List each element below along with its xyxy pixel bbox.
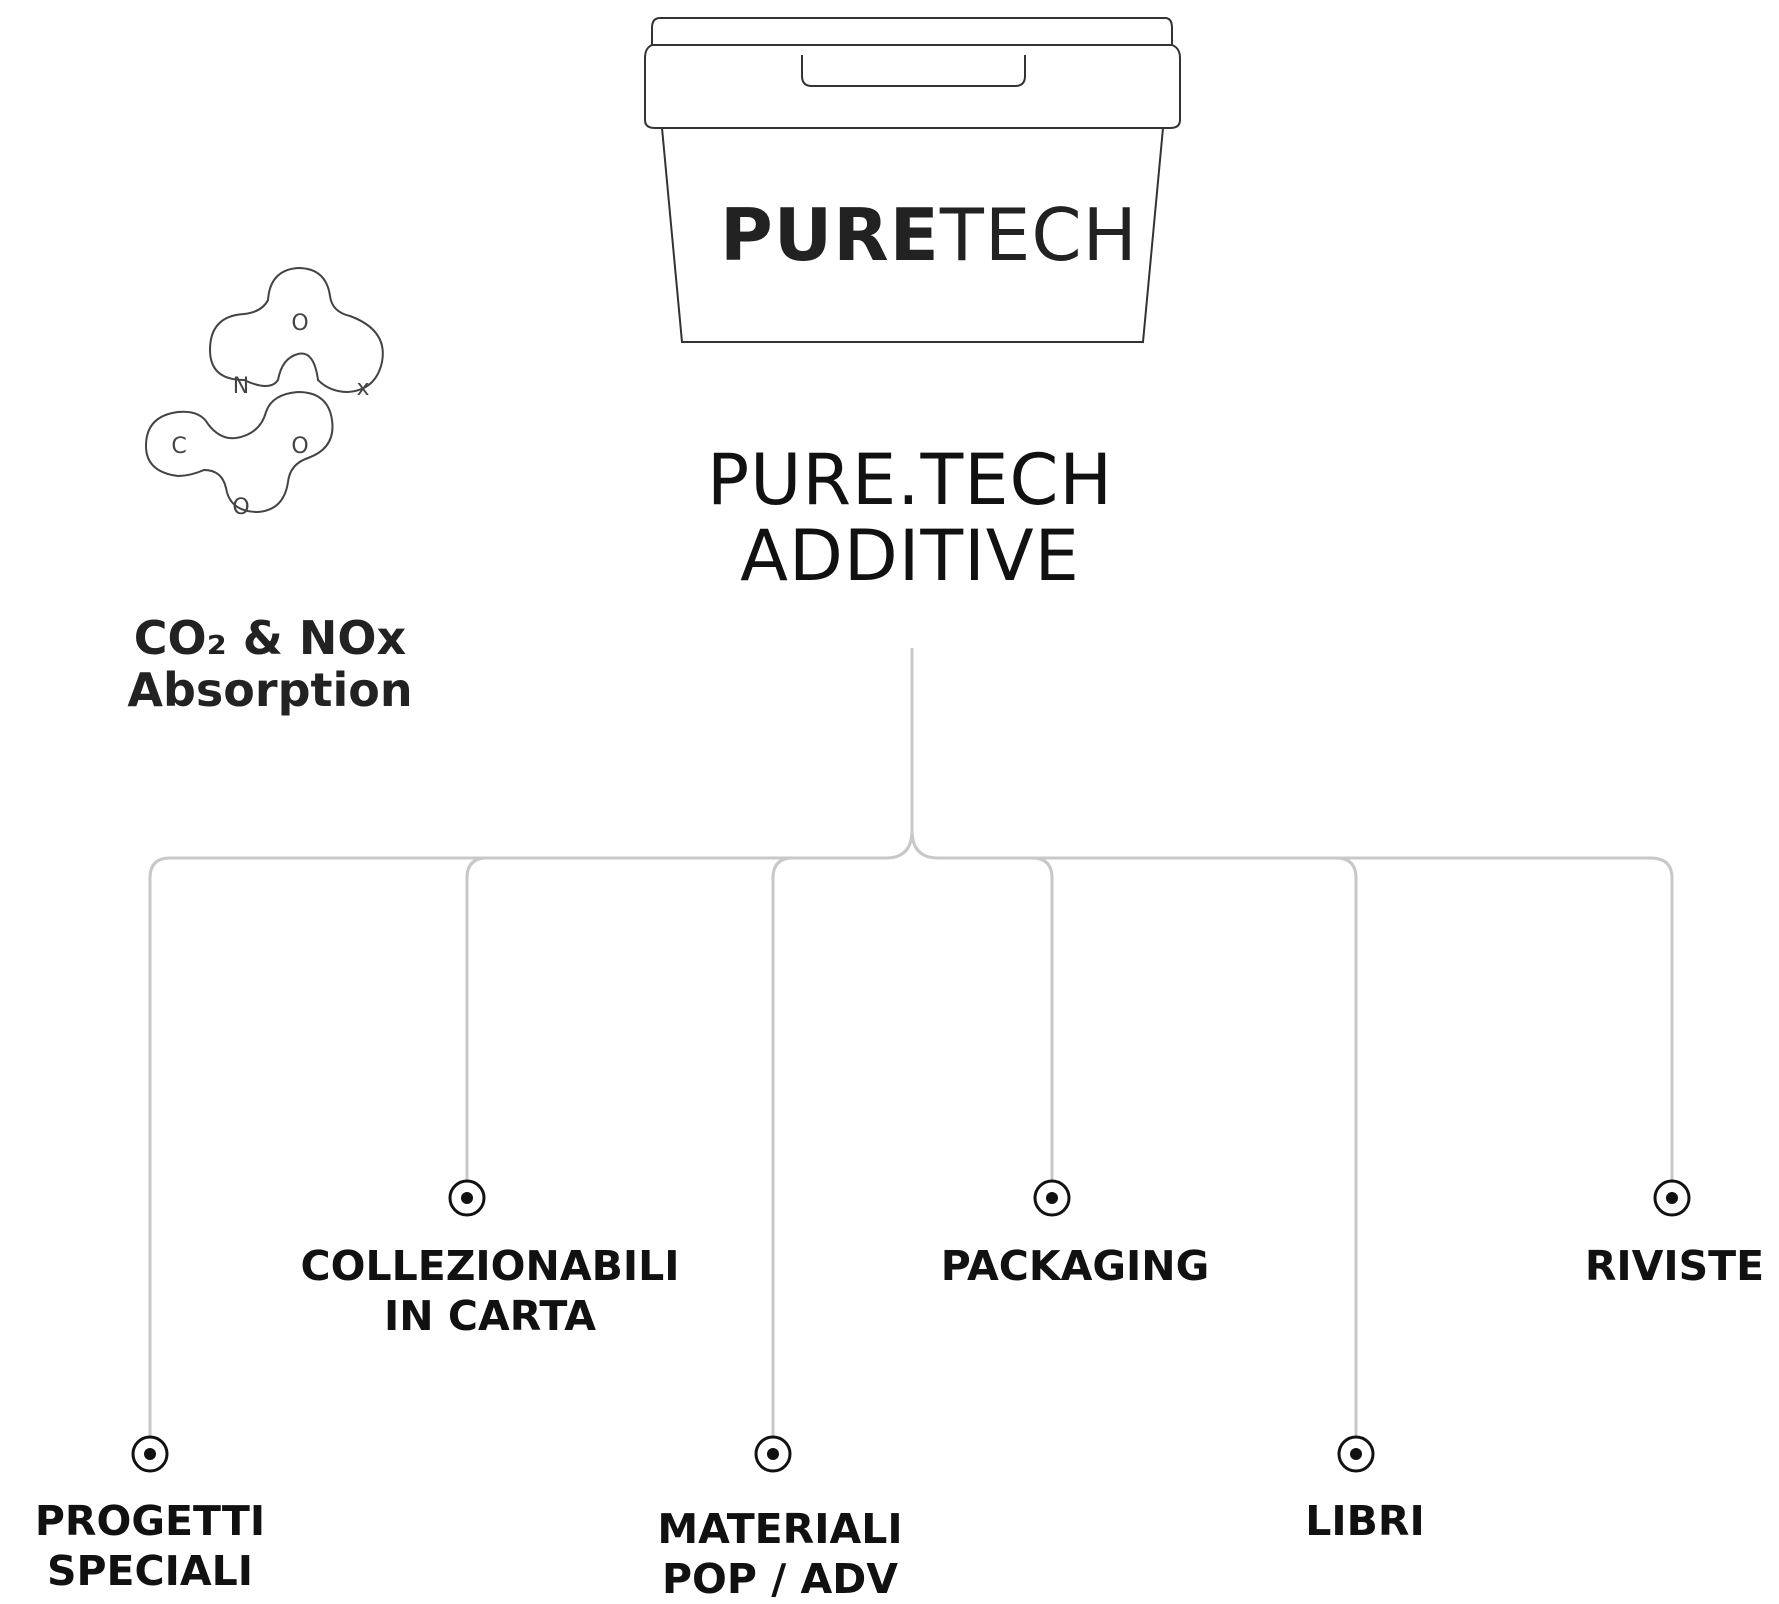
node-marker-progetti xyxy=(131,1435,169,1473)
title-line-2: ADDITIVE xyxy=(740,515,1080,597)
node-label-materiali-line-1: MATERIALI xyxy=(657,1505,903,1553)
node-label-packaging-line-1: PACKAGING xyxy=(940,1242,1210,1290)
branch-collezionabili xyxy=(465,856,488,1180)
molecule-atom-n: N xyxy=(233,374,249,399)
branch-materiali xyxy=(771,856,794,1440)
title-line-1: PURE.TECH xyxy=(706,439,1114,521)
absorption-caption-line-1: CO₂ & NOx xyxy=(133,611,407,665)
node-label-progetti-line-2: SPECIALI xyxy=(46,1547,254,1595)
node-marker-collezionabili xyxy=(448,1179,486,1217)
absorption-caption: CO₂ & NOx Absorption xyxy=(110,612,430,716)
container-lid-tab xyxy=(801,55,1026,87)
node-label-materiali-line-2: POP / ADV xyxy=(662,1555,898,1603)
container-lid xyxy=(644,17,1181,129)
node-markers xyxy=(131,1179,1691,1473)
node-label-libri: LIBRI xyxy=(1225,1496,1505,1546)
container-illustration xyxy=(644,17,1181,343)
node-marker-riviste xyxy=(1653,1179,1691,1217)
product-title: PURE.TECH ADDITIVE xyxy=(650,442,1170,594)
node-label-progetti: PROGETTI SPECIALI xyxy=(0,1496,300,1596)
molecule-atom-o-bottom: O xyxy=(232,495,249,520)
molecule-atom-o-top: O xyxy=(291,311,308,336)
branch-right-main xyxy=(910,829,1674,1180)
logo-light: TECH xyxy=(939,193,1138,277)
node-label-collezionabili-line-2: IN CARTA xyxy=(384,1292,596,1340)
container-body xyxy=(660,127,1165,343)
node-label-libri-line-1: LIBRI xyxy=(1305,1497,1425,1545)
molecule-atom-o-right: O xyxy=(291,434,308,459)
puretech-logo: PURETECH xyxy=(720,190,1137,280)
molecule-atom-c: C xyxy=(171,434,186,459)
node-label-riviste: RIVISTE xyxy=(1570,1241,1779,1291)
node-marker-libri xyxy=(1337,1435,1375,1473)
molecule-atom-x: x xyxy=(356,376,369,401)
node-label-collezionabili-line-1: COLLEZIONABILI xyxy=(300,1242,680,1290)
node-marker-materiali xyxy=(754,1435,792,1473)
absorption-caption-line-2: Absorption xyxy=(127,663,413,717)
branch-packaging xyxy=(1031,856,1054,1180)
molecule-icon xyxy=(144,266,384,514)
node-label-riviste-line-1: RIVISTE xyxy=(1584,1242,1765,1290)
connector-tree xyxy=(148,648,1674,1440)
branch-libri xyxy=(1335,856,1358,1440)
trunk-line xyxy=(148,648,914,1440)
node-label-progetti-line-1: PROGETTI xyxy=(34,1497,266,1545)
node-marker-packaging xyxy=(1033,1179,1071,1217)
node-label-packaging: PACKAGING xyxy=(895,1241,1255,1291)
node-label-materiali: MATERIALI POP / ADV xyxy=(600,1504,960,1604)
node-label-collezionabili: COLLEZIONABILI IN CARTA xyxy=(270,1241,710,1341)
logo-bold: PURE xyxy=(720,193,940,277)
